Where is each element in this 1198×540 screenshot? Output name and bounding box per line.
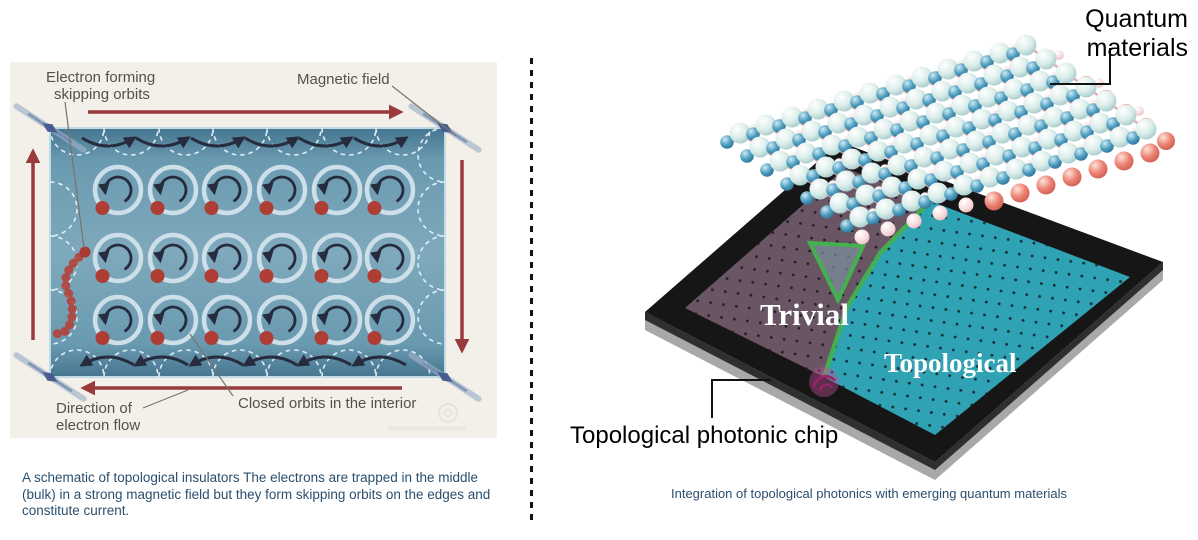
leader-line — [391, 85, 457, 137]
chip-label-bracket — [711, 379, 771, 418]
quantum-materials-bracket — [1050, 48, 1111, 85]
electron-forming-label-line1: Electron forming — [46, 69, 155, 86]
left-schematic-svg: Electron forming skipping orbits Magneti… — [10, 69, 497, 434]
leader-line — [142, 389, 189, 409]
topological-region-label: Topological — [884, 348, 1017, 378]
closed-orbits-label: Closed orbits in the interior — [238, 395, 416, 412]
electron-skipping-chain — [49, 246, 91, 339]
magnetic-field-label: Magnetic field — [297, 71, 390, 88]
watermark-logo — [388, 403, 466, 431]
direction-label-line2: electron flow — [56, 417, 140, 434]
electron-forming-label-line2: skipping orbits — [54, 86, 150, 103]
leader-line — [64, 101, 85, 249]
photonic-chip: Trivial Topological — [645, 142, 1163, 480]
green-triangle-cavity — [806, 240, 867, 305]
magenta-defect-arcs — [809, 367, 839, 397]
leader-line — [189, 333, 234, 397]
quantum-materials-illustration: Trivial Topological — [645, 34, 1175, 480]
direction-label-line1: Direction of — [56, 400, 133, 417]
topological-insulator-schematic: Electron forming skipping orbits Magneti… — [10, 62, 497, 438]
dashed-divider-line — [530, 58, 533, 523]
topological-dot-lattice — [824, 201, 1130, 435]
photonic-chip-label: Topological photonic chip — [570, 422, 839, 449]
crystal-lattice — [720, 34, 1175, 245]
right-figure-caption: Integration of topological photonics wit… — [670, 486, 1067, 501]
left-figure-caption: A schematic of topological insulators Th… — [22, 470, 491, 518]
quantum-materials-label: Quantum materials — [1085, 5, 1188, 62]
skipping-orbit-arcs — [49, 127, 446, 378]
chip-side-band — [645, 262, 1163, 470]
domain-boundary-green — [821, 201, 930, 378]
edge-current-arrows — [79, 136, 409, 367]
trivial-region-label: Trivial — [760, 297, 849, 332]
